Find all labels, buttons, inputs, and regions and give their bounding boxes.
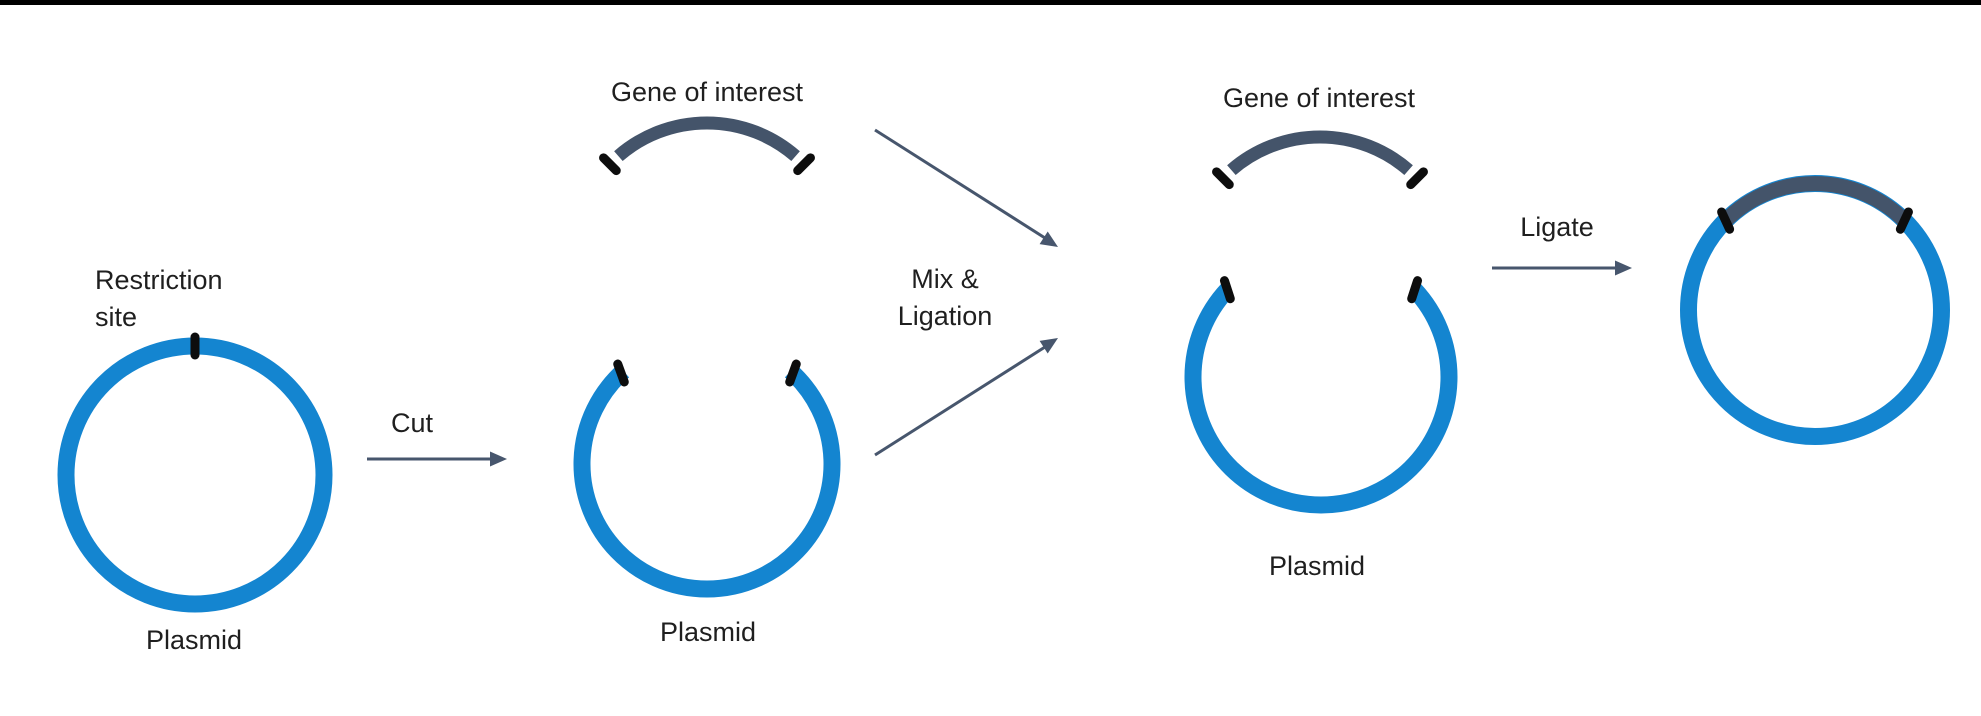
restriction-site-label-line1: Restriction — [95, 265, 223, 295]
restriction-site-tick — [190, 332, 200, 360]
top-border-bar — [0, 0, 1981, 5]
gene-arc-2 — [1227, 130, 1413, 176]
gene-of-interest-label-2: Gene of interest — [1222, 83, 1416, 113]
ligation-junction-tick-left — [1717, 207, 1735, 234]
gene-of-interest-fragment-2 — [1212, 130, 1428, 190]
cut-arrow-head — [490, 451, 507, 467]
step4-recombinant-plasmid — [1680, 175, 1950, 445]
ligate-arrow — [1492, 260, 1632, 276]
gene-2-end-tick-right — [1406, 167, 1428, 190]
restriction-site-label: Restriction site — [95, 262, 223, 336]
mix-arrow-top-shaft — [874, 128, 1046, 240]
mix-ligation-label-line1: Mix & — [911, 264, 979, 294]
ligate-arrow-head — [1615, 260, 1632, 276]
step2-cut-plasmid — [573, 359, 841, 598]
gene-1-end-tick-right — [793, 153, 815, 176]
gene-of-interest-fragment-1 — [599, 116, 815, 176]
plasmid-label-3: Plasmid — [1268, 551, 1366, 581]
mix-ligation-label: Mix & Ligation — [898, 261, 993, 335]
restriction-site-label-line2: site — [95, 302, 138, 332]
cut-plasmid-2-tick-left — [1219, 276, 1235, 304]
ligation-junction-tick-right — [1895, 207, 1913, 234]
mix-ligation-label-line2: Ligation — [897, 301, 993, 331]
mix-arrow-bottom-head — [1039, 338, 1058, 354]
mix-arrow-bottom-shaft — [874, 345, 1046, 457]
gene-of-interest-label-1: Gene of interest — [610, 77, 804, 107]
ligate-label: Ligate — [1520, 212, 1594, 242]
cut-label: Cut — [390, 408, 434, 438]
mix-arrow-top-head — [1039, 231, 1058, 247]
inserted-gene-arc — [1720, 176, 1910, 226]
plasmid-label-2: Plasmid — [659, 617, 757, 647]
gene-arc-1 — [614, 116, 800, 162]
cut-plasmid-1-tick-left — [613, 359, 629, 387]
gene-1-end-tick-left — [599, 153, 621, 176]
mix-ligation-arrows — [874, 128, 1058, 457]
gene-2-end-tick-left — [1212, 167, 1234, 190]
step3-cut-plasmid — [1184, 276, 1458, 514]
cut-arrow — [367, 451, 507, 467]
step1-intact-plasmid — [57, 332, 333, 613]
cut-plasmid-1-tick-right — [785, 359, 801, 387]
cut-plasmid-2-tick-right — [1407, 276, 1423, 304]
cut-plasmid-arc-2 — [1184, 283, 1458, 514]
plasmid-label-1: Plasmid — [145, 625, 243, 655]
cut-plasmid-arc-1 — [573, 364, 841, 598]
plasmid-circle-1 — [57, 337, 333, 613]
